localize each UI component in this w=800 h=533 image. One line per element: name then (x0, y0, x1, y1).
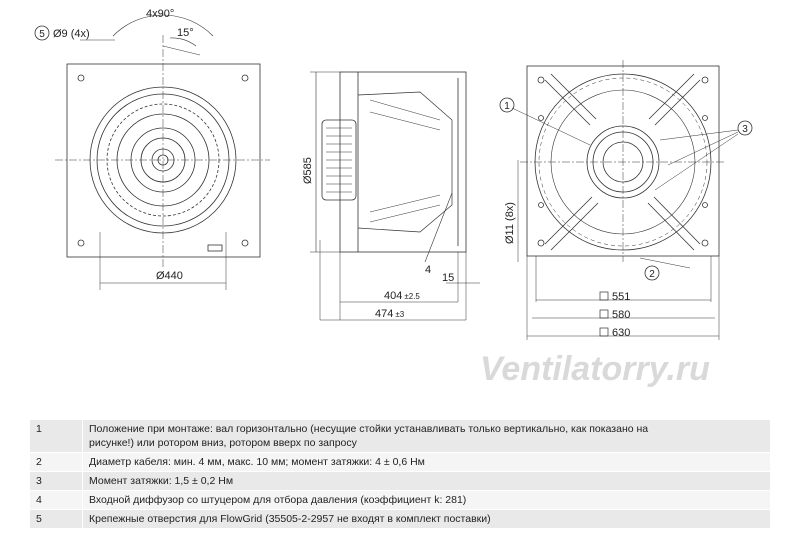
note-row: 3 Момент затяжки: 1,5 ± 0,2 Нм (30, 471, 771, 491)
note-row: 2 Диаметр кабеля: мин. 4 мм, макс. 10 мм;… (30, 452, 771, 472)
dim-404-value: 404 (384, 290, 402, 302)
shaft-hub (151, 148, 175, 172)
note-text: Входной диффузор со штуцером для отбора … (83, 491, 771, 510)
callout-1-bubble (499, 97, 515, 113)
note-text: Диаметр кабеля: мин. 4 мм, макс. 10 мм; … (83, 453, 771, 472)
support-strut-top-left (544, 79, 591, 126)
callout-4-label: 4 (425, 264, 431, 276)
callout-2-label: 2 (649, 269, 655, 280)
angle-offset-label: 15° (177, 27, 194, 39)
hole-diameter-label: Ø9 (4x) (53, 28, 90, 40)
note-text: Положение при монтаже: вал горизонтально… (83, 420, 771, 453)
note-text: Крепежные отверстия для FlowGrid (35505-… (83, 510, 771, 529)
angle-spacing-label: 4x90° (146, 8, 174, 20)
notes-table: 1 Положение при монтаже: вал горизонтальн… (30, 420, 770, 529)
support-strut-top-right (654, 79, 701, 126)
note-number: 4 (30, 490, 83, 510)
callout-3-label: 3 (742, 124, 748, 135)
note-row: 5 Крепежные отверстия для FlowGrid (35505… (30, 509, 771, 529)
note-number: 2 (30, 452, 83, 472)
dim-474-value: 474 (375, 308, 393, 320)
dim-474-label: 474±3 (375, 308, 405, 320)
callout-5-bubble (34, 25, 50, 41)
dim-630-label: 630 (612, 327, 630, 339)
pcd-label: Ø440 (156, 270, 183, 282)
note-text-line: Момент затяжки: 1,5 ± 0,2 Нм (89, 475, 234, 487)
note-text-line: Крепежные отверстия для FlowGrid (35505-… (89, 513, 491, 525)
square-symbol-551 (599, 291, 609, 301)
dim-404-label: 404±2.5 (384, 290, 420, 302)
square-symbol-580 (599, 309, 609, 319)
technical-drawing: 5 Ø9 (4x) 4x90° 15° Ø440 Ø585 4 15 (34, 8, 753, 388)
note-text-line: рисунке!) или ротором вниз, ротором ввер… (89, 437, 357, 449)
dim-474-tolerance: ±3 (395, 310, 404, 319)
diameter-585-label: Ø585 (302, 157, 314, 184)
note-number: 1 (30, 420, 83, 453)
note-text: Момент затяжки: 1,5 ± 0,2 Нм (83, 472, 771, 491)
note-row: 1 Положение при монтаже: вал горизонтальн… (30, 420, 770, 453)
dim-404-tolerance: ±2.5 (404, 292, 420, 301)
impeller-outline (534, 73, 712, 251)
rear-hole-label: Ø11 (8x) (504, 202, 516, 244)
note-text-line: Диаметр кабеля: мин. 4 мм, макс. 10 мм; … (89, 456, 425, 468)
callout-1-label: 1 (504, 101, 510, 112)
front-mounting-plate (66, 63, 261, 258)
motor-rear (586, 125, 660, 199)
side-view (310, 71, 480, 321)
note-row: 4 Входной диффузор со штуцером для отбора… (30, 490, 771, 510)
dim-580-label: 580 (612, 309, 630, 321)
rear-view (511, 60, 739, 340)
square-symbol-630 (599, 327, 609, 337)
note-number: 5 (30, 509, 83, 529)
dim-551-label: 551 (612, 291, 630, 303)
note-text-line: Входной диффузор со штуцером для отбора … (89, 494, 467, 506)
motor-body (321, 119, 357, 201)
support-strut-bottom-left (544, 196, 593, 245)
inlet-ring-outer (89, 86, 237, 234)
callout-5-label: 5 (39, 29, 45, 40)
callout-3-bubble (737, 120, 753, 136)
note-number: 3 (30, 471, 83, 491)
note-text-line: Положение при монтаже: вал горизонтально… (89, 423, 649, 435)
side-frame (339, 71, 467, 253)
watermark: Ventilatorry.ru (480, 350, 710, 388)
front-view (55, 14, 270, 290)
dim-15-label: 15 (442, 272, 454, 284)
callout-2-bubble (644, 265, 660, 281)
support-strut-bottom-right (653, 196, 701, 245)
